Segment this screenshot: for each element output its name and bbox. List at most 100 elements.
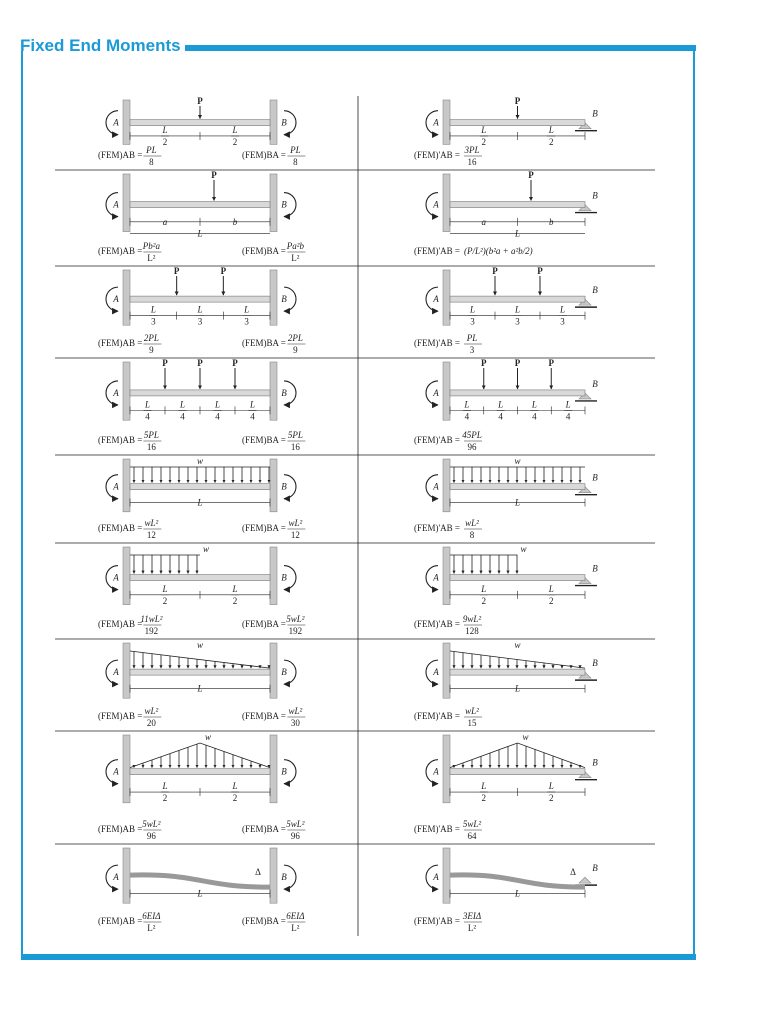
roller-support-b	[578, 876, 592, 884]
span-label: L	[196, 498, 202, 508]
fem-formula-denominator: 20	[147, 718, 157, 728]
deflection-label: Δ	[570, 867, 576, 877]
beam	[129, 201, 271, 208]
fixed-support-b	[269, 99, 278, 145]
moment-arrow-a	[105, 286, 119, 315]
span-label: L	[559, 305, 565, 315]
span-label: 4	[532, 411, 537, 421]
end-label-a: A	[432, 482, 439, 492]
span-label: 2	[233, 596, 238, 606]
point-load-label: P	[537, 266, 543, 276]
end-label-a: A	[112, 388, 119, 398]
span-label: L	[548, 781, 554, 791]
point-load-label: P	[528, 170, 534, 180]
span-label: 3	[560, 317, 565, 327]
span-label: a	[163, 217, 168, 227]
fixed-support-a	[122, 546, 131, 605]
point-load-label: P	[515, 96, 521, 106]
fixed-support-b	[269, 546, 278, 605]
fem-formula-numerator: 11wL²	[140, 614, 162, 624]
span-label: L	[463, 399, 469, 409]
fem-formula-numerator: wL²	[145, 518, 159, 528]
end-label-a: A	[432, 767, 439, 777]
fem-formula-lhs: (FEM)AB =	[98, 824, 142, 834]
moment-arrow-b	[283, 759, 297, 787]
fem-formula-lhs: (FEM)'AB =	[414, 150, 460, 160]
span-label: L	[480, 125, 486, 135]
fem-formula-denominator: 12	[147, 530, 156, 540]
fem-formula-numerator: wL²	[465, 518, 479, 528]
fem-formula-denominator: 15	[468, 718, 478, 728]
span-label: L	[514, 228, 520, 238]
distributed-load-label: w	[514, 640, 520, 650]
fixed-support-a	[122, 269, 131, 326]
end-label-b: B	[281, 200, 287, 210]
fem-formula-denominator: 64	[468, 831, 478, 841]
beam	[129, 119, 271, 126]
fem-formula-numerator: Pb²a	[142, 241, 161, 251]
end-label-a: A	[112, 573, 119, 583]
beam	[449, 201, 586, 208]
end-label-b: B	[592, 379, 598, 389]
span-label: 2	[233, 793, 238, 803]
span-label: L	[514, 684, 520, 694]
fem-formula-denominator: 9	[149, 345, 154, 355]
fixed-support-a	[442, 361, 451, 421]
moment-arrow-a	[425, 286, 439, 315]
fixed-support-b	[269, 173, 278, 232]
fem-formula-numerator: wL²	[145, 706, 159, 716]
moment-arrow-b	[283, 192, 297, 220]
fem-formula-numerator: wL²	[465, 706, 479, 716]
fem-formula-numerator: 5wL²	[142, 819, 161, 829]
fem-formula-numerator: 5PL	[144, 430, 159, 440]
span-label: 2	[549, 596, 554, 606]
span-label: b	[233, 217, 238, 227]
span-label: 4	[180, 411, 185, 421]
span-label: 2	[482, 137, 487, 147]
fem-formula-lhs: (FEM)BA =	[242, 711, 286, 721]
fem-formula-denominator: 3	[470, 345, 475, 355]
span-label: 2	[233, 137, 238, 147]
fem-formula-lhs: (FEM)AB =	[98, 711, 142, 721]
end-label-b: B	[592, 564, 598, 574]
moment-arrow-b	[283, 286, 297, 315]
fixed-support-a	[122, 99, 131, 145]
beam	[449, 574, 586, 581]
end-label-b: B	[281, 573, 287, 583]
span-label: 3	[515, 317, 520, 327]
end-label-a: A	[432, 667, 439, 677]
end-label-b: B	[592, 191, 598, 201]
span-label: b	[549, 217, 554, 227]
beam	[449, 668, 586, 676]
span-label: 4	[250, 411, 255, 421]
fem-formula-numerator: 6EIΔ	[142, 911, 160, 921]
fem-formula-numerator: 5wL²	[286, 819, 305, 829]
fem-formula-lhs: (FEM)'AB =	[414, 711, 460, 721]
span-label: L	[469, 305, 475, 315]
moment-arrow-a	[425, 659, 439, 688]
moment-arrow-a	[425, 110, 439, 138]
fixed-support-b	[269, 361, 278, 421]
fem-formula-numerator: 9wL²	[463, 614, 482, 624]
fem-formula-denominator: 8	[293, 157, 298, 167]
distributed-load-label: w	[205, 732, 211, 742]
fem-formula-numerator: Pa²b	[286, 241, 305, 251]
fem-formula-denominator: L²	[291, 923, 299, 933]
fem-formula-numerator: PL	[466, 333, 478, 343]
load-envelope	[449, 650, 586, 669]
fem-formula-denominator: 192	[289, 626, 303, 636]
fem-formula-lhs: (FEM)'AB =	[414, 916, 460, 926]
span-label: 2	[163, 137, 168, 147]
fem-formula-lhs: (FEM)BA =	[242, 619, 286, 629]
end-label-a: A	[432, 388, 439, 398]
fem-formula-lhs: (FEM)AB =	[98, 619, 142, 629]
fem-formula-denominator: 96	[291, 831, 301, 841]
fem-formula-denominator: 16	[468, 157, 478, 167]
end-label-a: A	[432, 872, 439, 882]
fem-formula-lhs: (FEM)'AB =	[414, 619, 460, 629]
end-label-a: A	[432, 118, 439, 128]
end-label-a: A	[432, 573, 439, 583]
moment-arrow-a	[425, 192, 439, 220]
fem-formula-lhs: (FEM)BA =	[242, 150, 286, 160]
fem-formula-denominator: 12	[291, 530, 300, 540]
